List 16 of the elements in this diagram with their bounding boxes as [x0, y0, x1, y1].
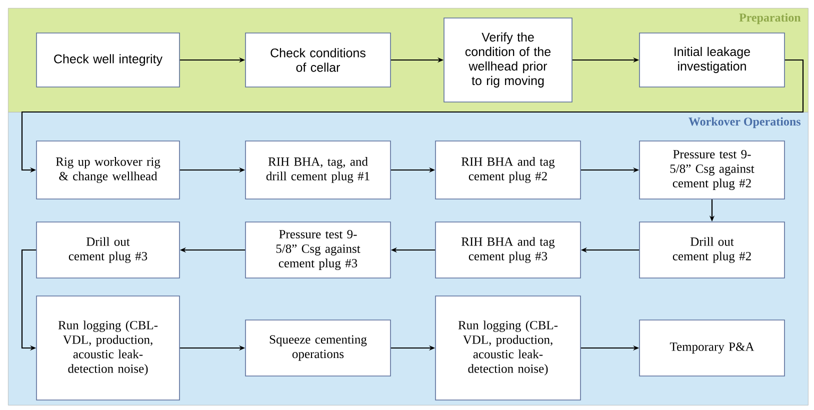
process-box: RIH BHA and tag cement plug #3	[435, 222, 581, 278]
process-box: Squeeze cementing operations	[245, 320, 391, 376]
process-box: Pressure test 9-5/8” Csg against cement plug #2	[639, 140, 785, 200]
process-box: Run logging (CBL-VDL, production, acoustic leak-detection noise)	[435, 296, 581, 400]
process-box: Check well integrity	[36, 32, 180, 88]
process-box: Verify the condition of the wellhead prior to rig moving	[444, 18, 572, 102]
process-box: Pressure test 9-5/8” Csg against cement plug #3	[245, 222, 391, 278]
process-box: Rig up workover rig & change wellhead	[36, 140, 180, 200]
process-box: RIH BHA, tag, and drill cement plug #1	[245, 140, 391, 200]
process-box: Drill out cement plug #3	[36, 222, 180, 278]
process-box: Drill out cement plug #2	[639, 222, 785, 278]
process-box: Run logging (CBL-VDL, production, acoustic leak-detection noise)	[36, 296, 180, 400]
process-box: Initial leakage investigation	[639, 32, 785, 88]
process-box: Check conditions of cellar	[245, 32, 391, 88]
process-box: RIH BHA and tag cement plug #2	[435, 140, 581, 200]
process-box: Temporary P&A	[639, 320, 785, 376]
